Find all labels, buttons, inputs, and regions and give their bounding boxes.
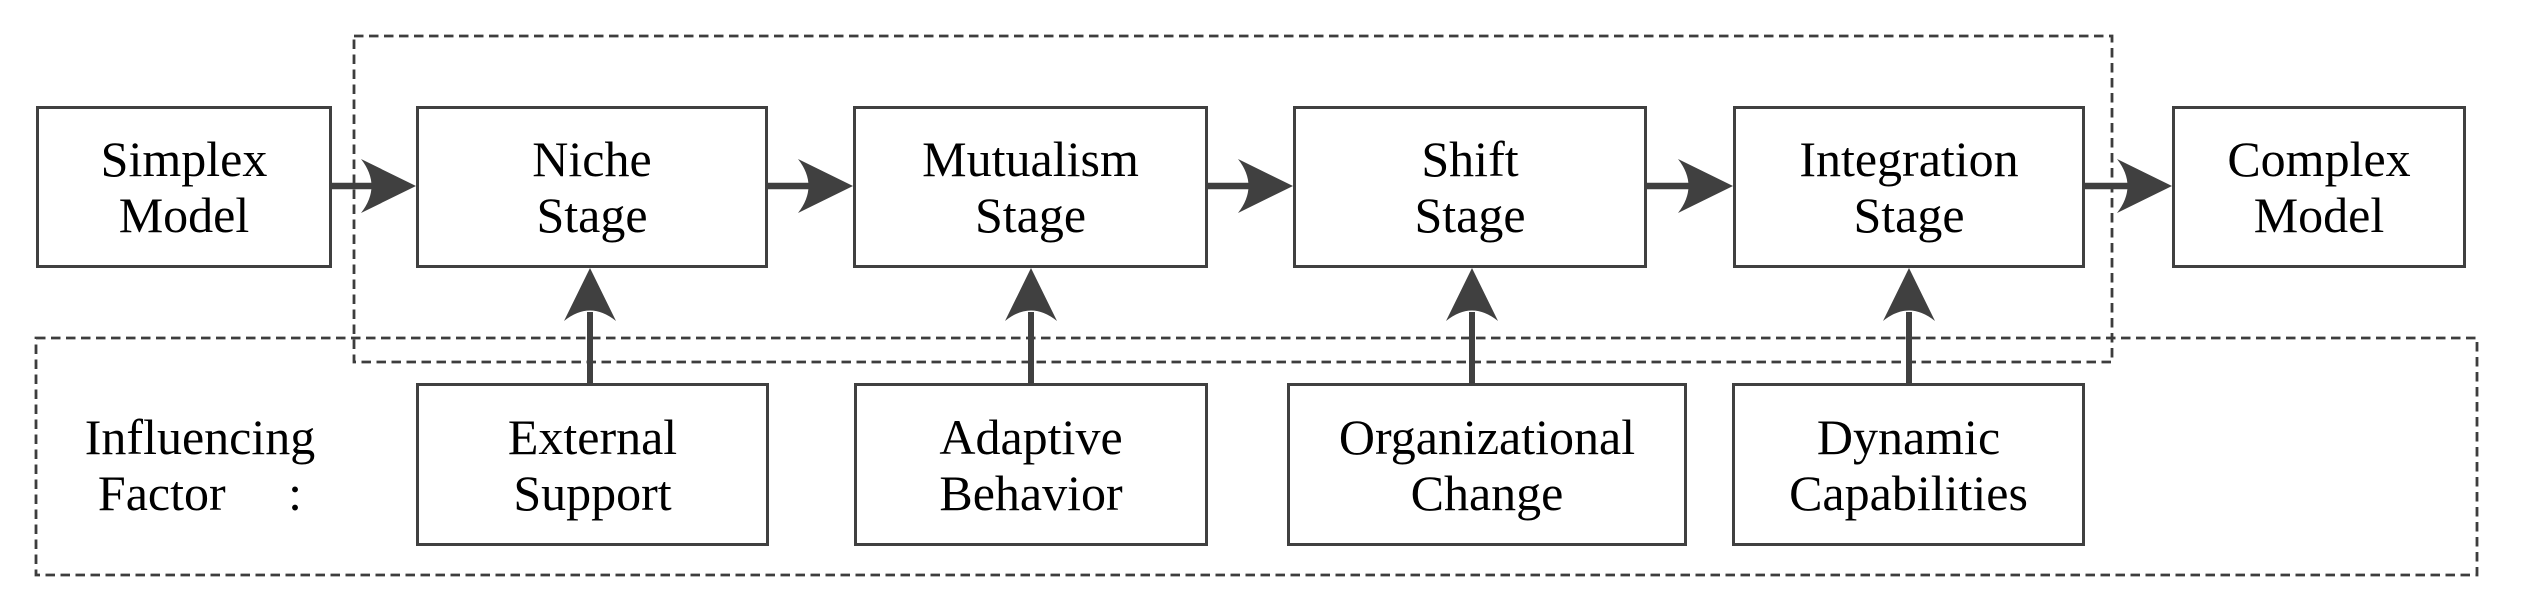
influencing-factor-label: Influencing Factor : <box>20 383 380 546</box>
node-label-line: Integration <box>1799 131 2019 187</box>
node-label-line: Model <box>118 187 250 243</box>
node-label-line: Change <box>1410 464 1564 521</box>
node-integration-stage: Integration Stage <box>1733 106 2085 268</box>
influence-arrow-external-support <box>564 268 616 383</box>
node-mutualism-stage: Mutualism Stage <box>853 106 1208 268</box>
stages-dashed-region <box>352 34 2114 364</box>
influence-arrow-organizational-change <box>1446 268 1498 383</box>
node-label-line: Capabilities <box>1789 464 2028 521</box>
node-label-line: Niche <box>532 131 652 187</box>
node-external-support: External Support <box>416 383 769 546</box>
influence-arrow-dynamic-capabilities <box>1883 268 1935 383</box>
node-label-line: Simplex <box>100 131 268 187</box>
node-simplex-model: Simplex Model <box>36 106 332 268</box>
node-label-line: Organizational <box>1338 408 1636 465</box>
node-label-line: Stage <box>974 187 1087 243</box>
node-label-line: Dynamic <box>1816 408 2001 465</box>
node-label-line: Stage <box>1414 187 1526 243</box>
node-label-line: Stage <box>1853 187 1965 243</box>
node-label-line: Mutualism <box>922 131 1139 187</box>
node-organizational-change: Organizational Change <box>1287 383 1687 546</box>
node-niche-stage: Niche Stage <box>416 106 768 268</box>
node-shift-stage: Shift Stage <box>1293 106 1647 268</box>
influencing-factors-dashed-region <box>34 336 2479 577</box>
flow-arrow-shift-to-integration <box>1647 159 1733 213</box>
node-label-line: Complex <box>2227 131 2411 187</box>
flow-arrow-integration-to-complex <box>2085 159 2172 213</box>
node-dynamic-capabilities: Dynamic Capabilities <box>1732 383 2085 546</box>
node-label-line: Behavior <box>939 464 1123 521</box>
node-label-line: External <box>507 408 678 465</box>
node-label-line: Support <box>513 464 672 521</box>
influencing-factor-label-line: Influencing <box>84 408 316 465</box>
node-label-line: Stage <box>536 187 648 243</box>
node-label-line: Model <box>2253 187 2385 243</box>
node-label-line: Adaptive <box>939 408 1123 465</box>
node-complex-model: Complex Model <box>2172 106 2466 268</box>
flow-arrow-simplex-to-niche <box>332 159 416 213</box>
node-adaptive-behavior: Adaptive Behavior <box>854 383 1208 546</box>
node-label-line: Shift <box>1421 131 1519 187</box>
influence-arrow-adaptive-behavior <box>1005 268 1057 383</box>
influencing-factor-label-line: Factor : <box>97 464 303 521</box>
flow-arrow-mutualism-to-shift <box>1208 159 1293 213</box>
flow-arrow-niche-to-mutualism <box>768 159 853 213</box>
